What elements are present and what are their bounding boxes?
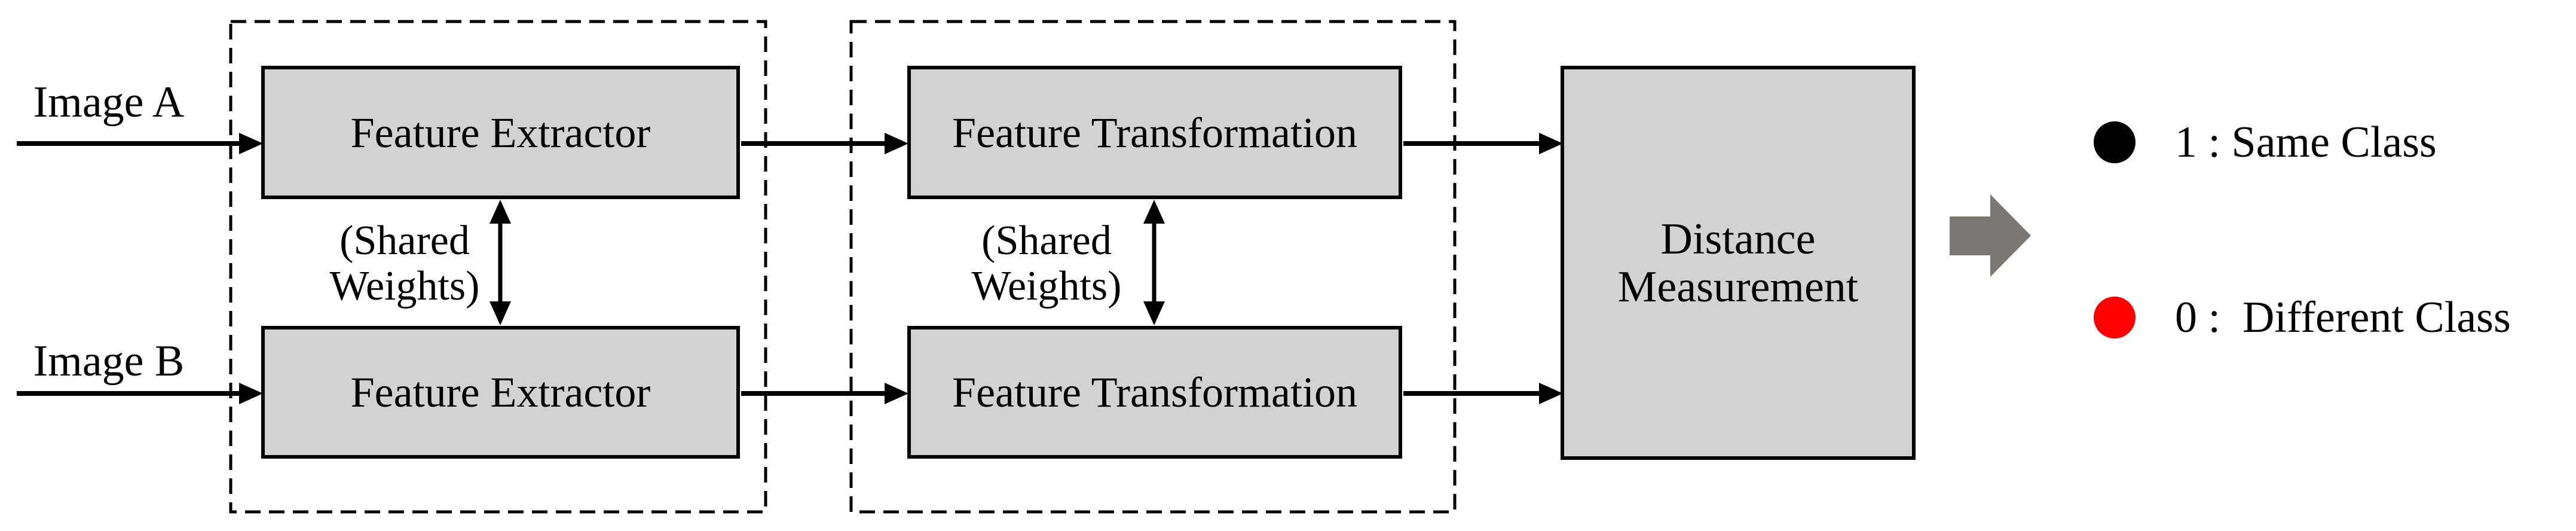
- shared-weights-note-2-line1: (Shared: [981, 218, 1112, 264]
- shared-weights-note-1: (Shared Weights): [315, 218, 494, 309]
- shared-weights-note-2-line2: Weights): [971, 263, 1122, 309]
- shared-weights-double-arrow-1: [489, 200, 511, 325]
- shared-weights-note-2: (Shared Weights): [957, 218, 1136, 309]
- ft-to-dm-arrow-bottom: [1403, 383, 1563, 404]
- distance-measurement-line2: Measurement: [1617, 262, 1859, 312]
- shared-weights-note-1-line1: (Shared: [339, 218, 470, 264]
- input-label-image-a: Image A: [33, 78, 185, 127]
- legend-row-same-class: 1 : Same Class: [2094, 112, 2437, 172]
- legend-label-different-class: 0 : Different Class: [2175, 293, 2511, 342]
- legend-row-different-class: 0 : Different Class: [2094, 288, 2511, 347]
- different-class-dot-icon: [2094, 297, 2136, 338]
- distance-measurement-box: Distance Measurement: [1561, 66, 1916, 460]
- shared-weights-note-1-line2: Weights): [329, 263, 480, 309]
- stage2-dashed-container: [849, 20, 1457, 514]
- feature-transformation-label-top: Feature Transformation: [952, 108, 1357, 157]
- feature-transformation-box-bottom: Feature Transformation: [907, 326, 1402, 459]
- shared-weights-double-arrow-2: [1143, 200, 1165, 325]
- distance-measurement-label: Distance Measurement: [1618, 215, 1859, 311]
- feature-extractor-label-bottom: Feature Extractor: [350, 368, 651, 416]
- feature-extractor-label-top: Feature Extractor: [350, 108, 651, 157]
- feature-transformation-box-top: Feature Transformation: [907, 66, 1402, 199]
- fe-to-ft-arrow-top: [741, 133, 908, 154]
- stage1-dashed-container: [229, 20, 767, 514]
- input-label-image-b: Image B: [33, 337, 185, 386]
- feature-extractor-box-bottom: Feature Extractor: [261, 326, 740, 459]
- legend-label-same-class: 1 : Same Class: [2175, 118, 2437, 167]
- input-arrow-a: [17, 133, 263, 154]
- result-arrow-icon: [1950, 194, 2031, 277]
- input-arrow-b: [17, 383, 263, 404]
- fe-to-ft-arrow-bottom: [741, 383, 908, 404]
- same-class-dot-icon: [2094, 121, 2136, 163]
- feature-transformation-label-bottom: Feature Transformation: [952, 368, 1357, 416]
- distance-measurement-line1: Distance: [1660, 214, 1816, 264]
- feature-extractor-box-top: Feature Extractor: [261, 66, 740, 199]
- ft-to-dm-arrow-top: [1403, 133, 1563, 154]
